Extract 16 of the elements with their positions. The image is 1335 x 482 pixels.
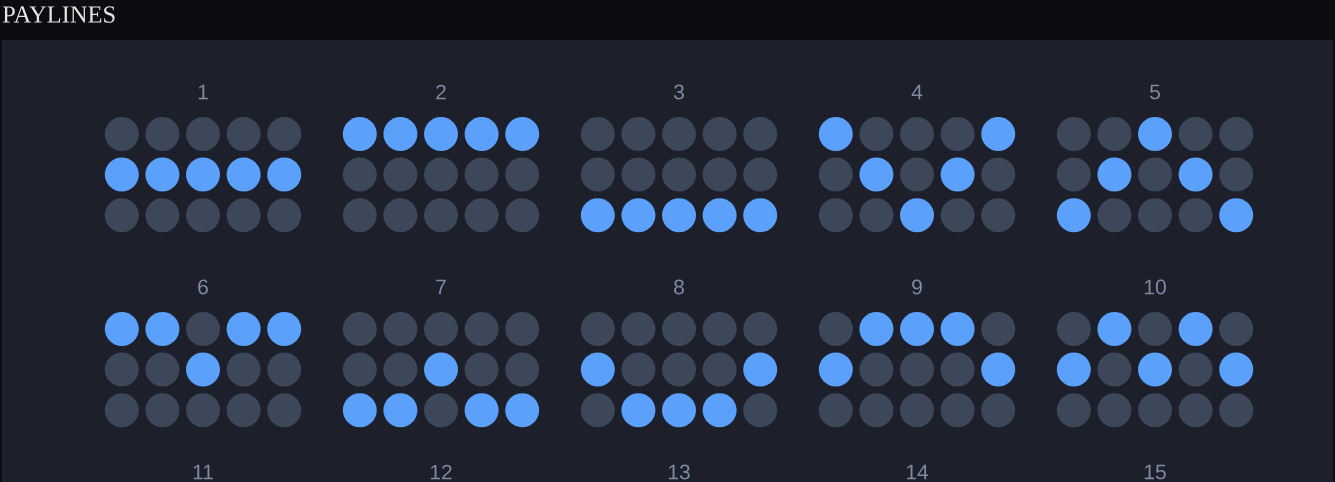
line-number: 1 xyxy=(198,84,208,100)
line-number: 12 xyxy=(430,464,452,480)
line-number: 7 xyxy=(436,279,446,295)
line-number: 3 xyxy=(673,84,684,100)
line-number: 2 xyxy=(436,84,446,100)
line-number: 10 xyxy=(1144,279,1166,295)
line-number: 8 xyxy=(674,279,684,295)
line-number: 15 xyxy=(1144,464,1166,480)
title: PAYLINES xyxy=(2,6,115,23)
line-number: 14 xyxy=(906,464,929,480)
line-number: 4 xyxy=(911,84,923,100)
line-number: 9 xyxy=(912,279,922,295)
line-number: 6 xyxy=(198,279,208,295)
line-number: 13 xyxy=(668,464,690,480)
line-number: 5 xyxy=(1150,84,1160,100)
line-number: 11 xyxy=(193,464,213,480)
